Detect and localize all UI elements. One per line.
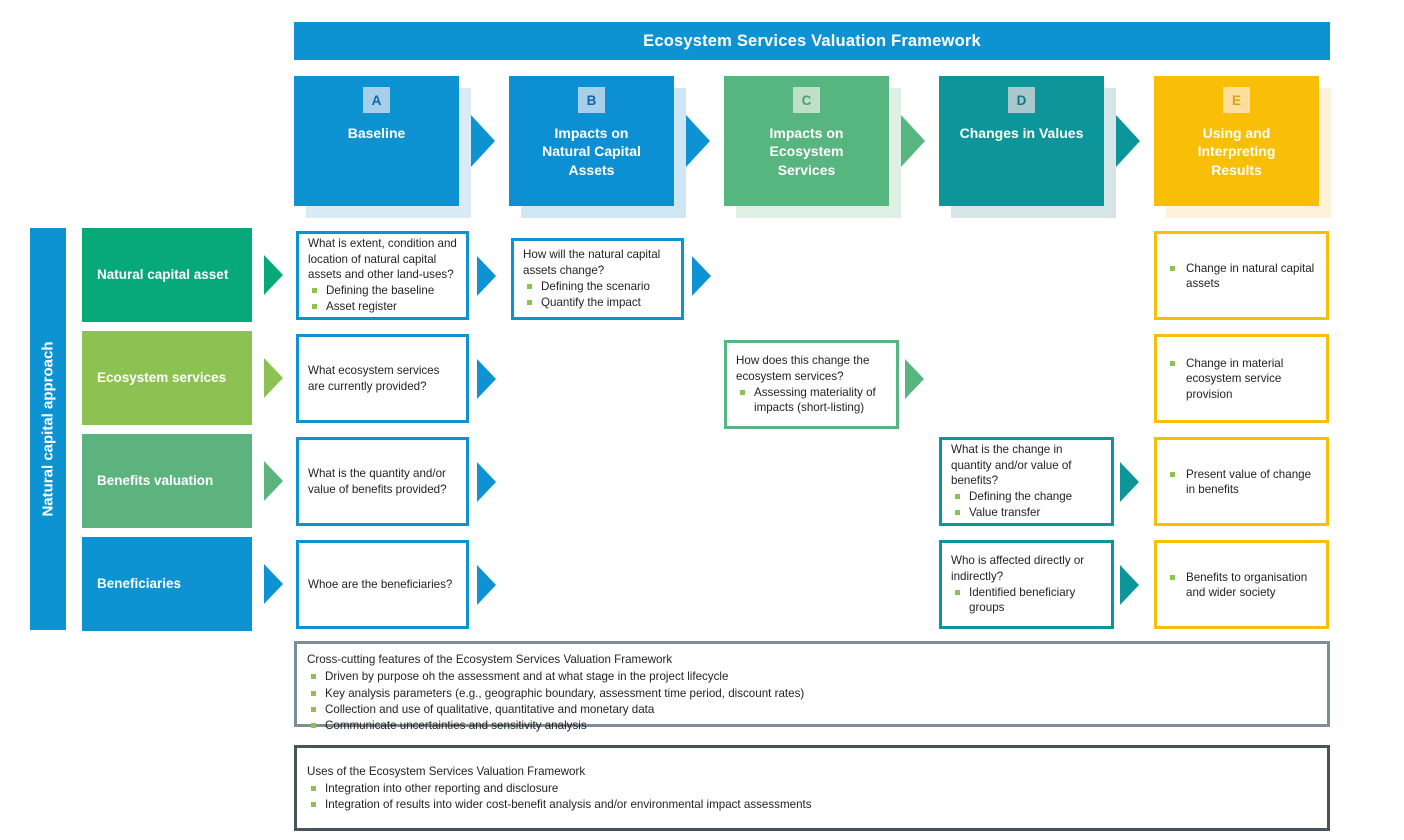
cell-bullets: Defining the scenario Quantify the impac… <box>523 279 672 311</box>
cell-question: How does this change the ecosystem servi… <box>736 354 870 383</box>
bullet-item: Change in material ecosystem service pro… <box>1166 356 1317 402</box>
row-label-text: Beneficiaries <box>97 576 182 592</box>
bullet-item: Change in natural capital assets <box>1166 261 1317 292</box>
row1-arrow-a-to-b <box>477 256 496 296</box>
row4-arrow-d-to-e <box>1120 565 1139 605</box>
cell-bullets: Change in natural capital assets <box>1166 261 1317 292</box>
row-label-beneficiaries[interactable]: Beneficiaries <box>82 537 252 631</box>
stage-badge-e: E <box>1223 87 1250 113</box>
stage-badge-d: D <box>1008 87 1035 113</box>
bullet-item: Key analysis parameters (e.g., geographi… <box>307 686 1317 701</box>
cell-r1-stage-b[interactable]: How will the natural capital assets chan… <box>511 238 684 320</box>
cell-question: What is extent, condition and location o… <box>308 237 457 281</box>
bullet-item: Identified beneficiary groups <box>951 585 1102 616</box>
stage-badge-a: A <box>363 87 390 113</box>
cell-bullets: Change in material ecosystem service pro… <box>1166 356 1317 402</box>
bullet-item: Integration of results into wider cost-b… <box>307 797 812 812</box>
cell-question: What is the change in quantity and/or va… <box>951 443 1072 487</box>
panel-bullets: Integration into other reporting and dis… <box>307 781 812 813</box>
stage-title-d: Changes in Values <box>959 125 1084 141</box>
row-label-text: Ecosystem services <box>97 370 227 386</box>
cell-question: How will the natural capital assets chan… <box>523 248 661 277</box>
row2-arrow-c-to-e <box>905 359 924 399</box>
stage-arrow-d-to-e <box>1116 115 1140 167</box>
bullet-item: Benefits to organisation and wider socie… <box>1166 570 1317 601</box>
cell-bullets: Defining the baseline Asset register <box>308 283 457 315</box>
bullet-item: Defining the scenario <box>523 279 672 294</box>
bullet-item: Assessing materiality of impacts (short-… <box>736 385 887 416</box>
cell-question: What is the quantity and/or value of ben… <box>308 467 447 496</box>
stage-title-a: Baseline <box>347 125 406 141</box>
cross-cutting-features-panel: Cross-cutting features of the Ecosystem … <box>294 641 1330 732</box>
cell-r3-stage-d[interactable]: What is the change in quantity and/or va… <box>939 437 1114 526</box>
bullet-item: Quantify the impact <box>523 295 672 310</box>
row3-arrow-d-to-e <box>1120 462 1139 502</box>
row-label-text: Natural capital asset <box>97 267 229 283</box>
panel-heading: Uses of the Ecosystem Services Valuation… <box>307 764 586 778</box>
cell-r2-stage-e[interactable]: Change in material ecosystem service pro… <box>1154 334 1329 423</box>
cell-r4-stage-a[interactable]: Whoe are the beneficiaries? <box>296 540 469 629</box>
row-arrow-beneficiaries <box>264 564 283 604</box>
bullet-item: Defining the baseline <box>308 283 457 298</box>
framework-title-bar: Ecosystem Services Valuation Framework <box>294 22 1330 60</box>
stage-arrow-a-to-b <box>471 115 495 167</box>
row-label-text: Benefits valuation <box>97 473 214 489</box>
row2-arrow-a-to-c <box>477 359 496 399</box>
cell-question: Whoe are the beneficiaries? <box>308 577 453 591</box>
page-title: Ecosystem Services Valuation Framework <box>643 31 981 50</box>
stage-arrow-c-to-d <box>901 115 925 167</box>
stage-badge-c: C <box>793 87 820 113</box>
cell-r1-stage-e[interactable]: Change in natural capital assets <box>1154 231 1329 320</box>
row-label-natural-capital-asset[interactable]: Natural capital asset <box>82 228 252 322</box>
cell-question: What ecosystem services are currently pr… <box>308 364 440 393</box>
cell-r4-stage-e[interactable]: Benefits to organisation and wider socie… <box>1154 540 1329 629</box>
cell-bullets: Defining the change Value transfer <box>951 489 1102 521</box>
cell-r1-stage-a[interactable]: What is extent, condition and location o… <box>296 231 469 320</box>
spine-label: Natural capital approach <box>39 341 57 517</box>
bullet-item: Value transfer <box>951 505 1102 520</box>
cell-r3-stage-e[interactable]: Present value of change in benefits <box>1154 437 1329 526</box>
row-label-ecosystem-services[interactable]: Ecosystem services <box>82 331 252 425</box>
stage-arrow-b-to-c <box>686 115 710 167</box>
row-arrow-benefits-valuation <box>264 461 283 501</box>
bullet-item: Defining the change <box>951 489 1102 504</box>
bullet-item: Asset register <box>308 299 457 314</box>
cell-bullets: Present value of change in benefits <box>1166 467 1317 498</box>
natural-capital-approach-spine: Natural capital approach <box>30 228 66 630</box>
bullet-item: Driven by purpose oh the assessment and … <box>307 669 1317 684</box>
panel-bullets: Driven by purpose oh the assessment and … <box>307 669 1317 733</box>
bullet-item: Integration into other reporting and dis… <box>307 781 812 796</box>
bullet-item: Collection and use of qualitative, quant… <box>307 702 1317 717</box>
row-arrow-ecosystem-services <box>264 358 283 398</box>
cell-bullets: Identified beneficiary groups <box>951 585 1102 616</box>
stage-card-a[interactable]: A Baseline <box>294 76 459 206</box>
cell-question: Who is affected directly or indirectly? <box>951 554 1085 583</box>
bullet-item: Present value of change in benefits <box>1166 467 1317 498</box>
cell-r3-stage-a[interactable]: What is the quantity and/or value of ben… <box>296 437 469 526</box>
bullet-item: Communicate uncertainties and sensitivit… <box>307 718 1317 733</box>
row4-arrow-a-to-d <box>477 565 496 605</box>
uses-of-framework-panel: Uses of the Ecosystem Services Valuation… <box>294 745 1330 831</box>
cell-bullets: Assessing materiality of impacts (short-… <box>736 385 887 416</box>
cell-r4-stage-d[interactable]: Who is affected directly or indirectly? … <box>939 540 1114 629</box>
row1-arrow-b-to-c <box>692 256 711 296</box>
row-arrow-natural-capital-asset <box>264 255 283 295</box>
cell-r2-stage-c[interactable]: How does this change the ecosystem servi… <box>724 340 899 429</box>
stage-card-d[interactable]: D Changes in Values <box>939 76 1104 206</box>
cell-bullets: Benefits to organisation and wider socie… <box>1166 570 1317 601</box>
stage-badge-b: B <box>578 87 605 113</box>
panel-heading: Cross-cutting features of the Ecosystem … <box>307 653 673 666</box>
row-label-benefits-valuation[interactable]: Benefits valuation <box>82 434 252 528</box>
cell-r2-stage-a[interactable]: What ecosystem services are currently pr… <box>296 334 469 423</box>
row3-arrow-a-to-d <box>477 462 496 502</box>
